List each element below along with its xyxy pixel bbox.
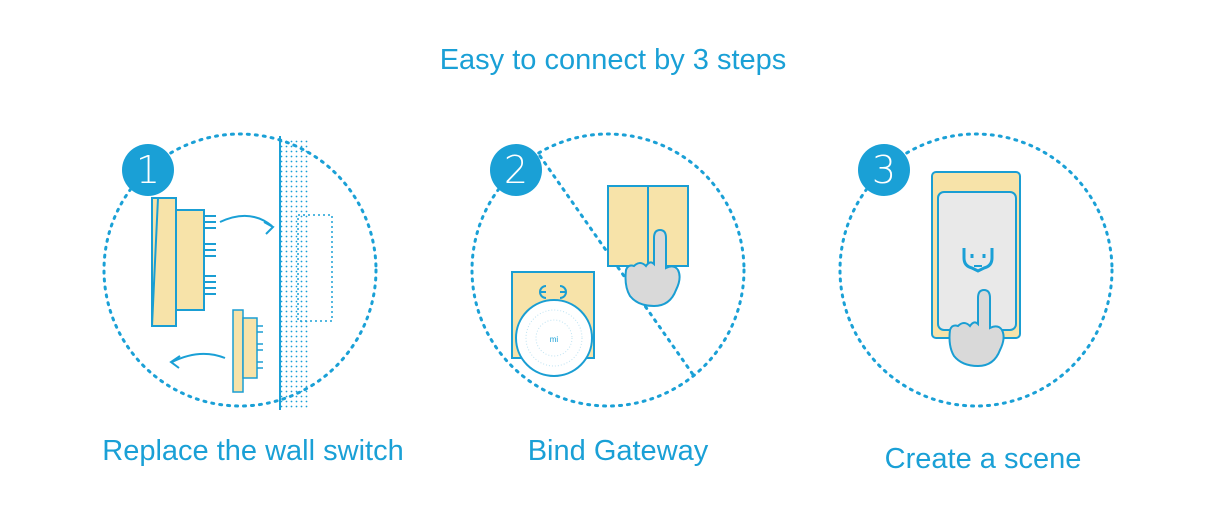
step-3-illustration bbox=[838, 132, 1114, 408]
step-3-caption: Create a scene bbox=[884, 443, 1082, 475]
hand-icon bbox=[948, 288, 1005, 368]
step-number-badge: 1 bbox=[122, 144, 174, 196]
step-1: 1 bbox=[100, 130, 390, 420]
arrow-icon bbox=[171, 352, 226, 363]
mi-home-logo-icon bbox=[962, 248, 994, 273]
arrow-icon bbox=[219, 215, 273, 227]
switch-panel-icon bbox=[607, 185, 689, 267]
gateway-icon: mi bbox=[515, 299, 593, 377]
step-2-illustration: mi bbox=[470, 132, 746, 408]
wall-icon bbox=[279, 136, 333, 410]
hand-icon bbox=[624, 228, 681, 308]
gateway-logo-text: mi bbox=[550, 335, 559, 344]
step-1-caption: Replace the wall switch bbox=[102, 435, 404, 467]
page-title: Easy to connect by 3 steps bbox=[439, 44, 787, 76]
switch-panel-icon bbox=[232, 309, 263, 393]
step-3: 3 bbox=[836, 130, 1126, 420]
step-1-illustration bbox=[102, 132, 378, 410]
step-2-caption: Bind Gateway bbox=[527, 435, 709, 467]
step-2: mi 2 bbox=[468, 130, 758, 420]
step-number-badge: 2 bbox=[490, 144, 542, 196]
switch-panel-icon bbox=[151, 197, 216, 327]
step-number-badge: 3 bbox=[858, 144, 910, 196]
